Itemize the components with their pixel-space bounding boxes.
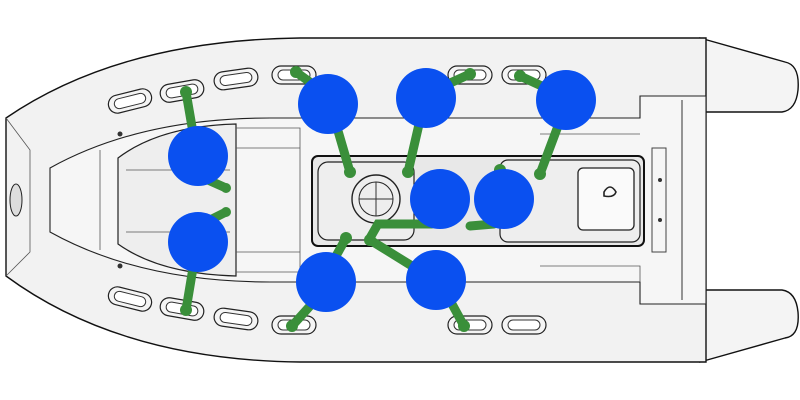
tether [365,219,437,243]
passenger-mid-starboard-rear [406,250,466,310]
passenger-aft-port [536,70,596,130]
passenger-console-helm [410,169,470,229]
tether [535,121,563,179]
port-tube-extension [699,37,799,113]
grab-handle [107,88,153,114]
grab-handle [213,67,259,91]
passenger-mid-starboard-front [296,252,356,312]
bow-eye-icon [9,183,23,217]
grab-handle [213,307,259,331]
passenger-bow-port [168,126,228,186]
tether [403,115,425,177]
grab-handle [501,315,547,335]
passenger-mid-port-rear [396,68,456,128]
passenger-mid-port-front [298,74,358,134]
starboard-tube-extension [699,289,799,363]
passenger-bow-starboard [168,212,228,272]
storage-hatch [577,167,635,231]
grab-handle [447,315,493,335]
hatch-handle-icon [603,186,617,198]
grab-handle [107,286,153,312]
passenger-console-seat [474,169,534,229]
passenger-positions [168,68,596,312]
tether [365,235,417,271]
